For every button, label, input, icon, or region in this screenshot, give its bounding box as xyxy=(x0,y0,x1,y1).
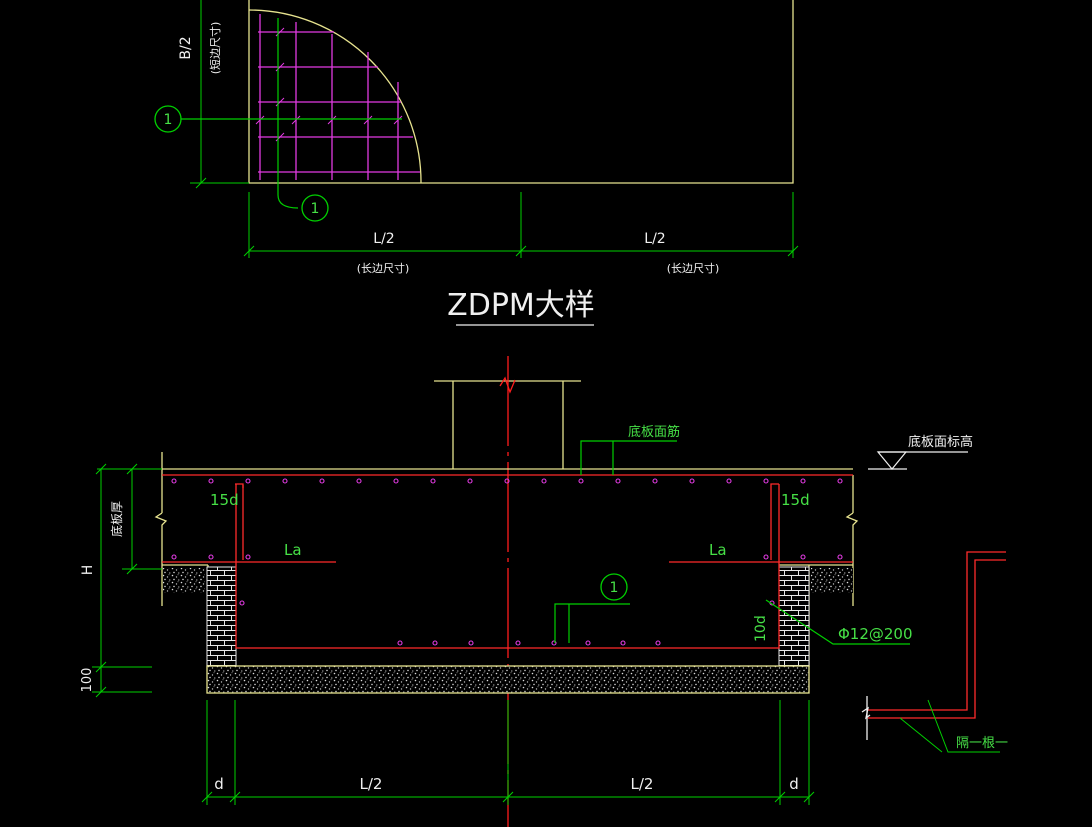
plan-mesh-ticks xyxy=(255,27,403,142)
plan-callout-left-label: 1 xyxy=(164,112,173,128)
centerline-break xyxy=(499,376,516,394)
plan-callout-circle-bottom xyxy=(301,194,329,222)
hook-label-right: 15d xyxy=(781,491,810,509)
plan-callout-bottom-label: 1 xyxy=(311,201,320,217)
brick-wall-left xyxy=(206,566,237,667)
center-callout xyxy=(554,603,630,643)
drawing-title: ZDPM大样 xyxy=(447,288,595,323)
side-note: 隔一根一 xyxy=(956,736,1008,751)
dim-L-left: L/2 xyxy=(360,775,383,793)
slab-outline xyxy=(154,452,859,667)
bottom-dimensions xyxy=(201,700,815,805)
elevation-marker xyxy=(868,451,968,470)
anchor-label-left: La xyxy=(284,541,302,559)
rebar-dots-top xyxy=(171,478,843,484)
plan-long-side-label-right: L/2 xyxy=(644,231,665,247)
bend-label: 10d xyxy=(753,615,769,642)
plan-long-side-dimension xyxy=(243,192,799,258)
cushion-left xyxy=(163,568,205,593)
plan-callout-circle-left xyxy=(154,105,182,133)
brick-wall-right xyxy=(778,566,810,667)
dim-L-right: L/2 xyxy=(631,775,654,793)
plan-long-side-note-right: (长边尺寸) xyxy=(667,261,720,275)
plan-rebar-mesh xyxy=(258,14,420,180)
section-view: 底板面筋 底板面标高 15d 15d La La 1 10d Φ12@200 xyxy=(80,356,1008,827)
plan-callout-leader-bend xyxy=(277,194,299,209)
stirrup-leader xyxy=(765,599,910,645)
cushion-right xyxy=(811,568,853,593)
plan-outline xyxy=(248,0,794,184)
side-detail xyxy=(861,551,1006,753)
stirrup-label: Φ12@200 xyxy=(838,625,913,643)
top-bar-label: 底板面筋 xyxy=(628,424,680,440)
plan-short-side-note: (短边尺寸) xyxy=(208,22,222,75)
dim-d-right: d xyxy=(789,775,799,793)
rebar-lines xyxy=(162,474,853,649)
dim-d-left: d xyxy=(214,775,224,793)
plan-long-side-label-left: L/2 xyxy=(373,231,394,247)
center-callout-label: 1 xyxy=(610,580,619,596)
slab-thickness-label: 底板厚 xyxy=(109,501,124,537)
height-label: H xyxy=(80,565,96,576)
top-bar-callout xyxy=(580,440,677,475)
center-callout-circle xyxy=(600,573,628,601)
plan-short-side-label: B/2 xyxy=(178,36,194,59)
rebar-dots-lower xyxy=(171,554,843,646)
plan-short-side-dimension xyxy=(190,0,249,189)
plan-quarter-arc xyxy=(248,9,422,184)
hook-label-left: 15d xyxy=(210,491,239,509)
plan-view: 1 1 B/2 (短边尺寸) L/2 L/2 (长边尺寸) (长边尺寸) xyxy=(154,0,799,275)
left-vertical-dimensions xyxy=(92,463,162,698)
cushion-bottom xyxy=(206,665,810,694)
plan-long-side-note-left: (长边尺寸) xyxy=(357,261,410,275)
elevation-label: 底板面标高 xyxy=(908,434,973,450)
cushion-thickness-label: 100 xyxy=(80,668,95,693)
anchor-label-right: La xyxy=(709,541,727,559)
